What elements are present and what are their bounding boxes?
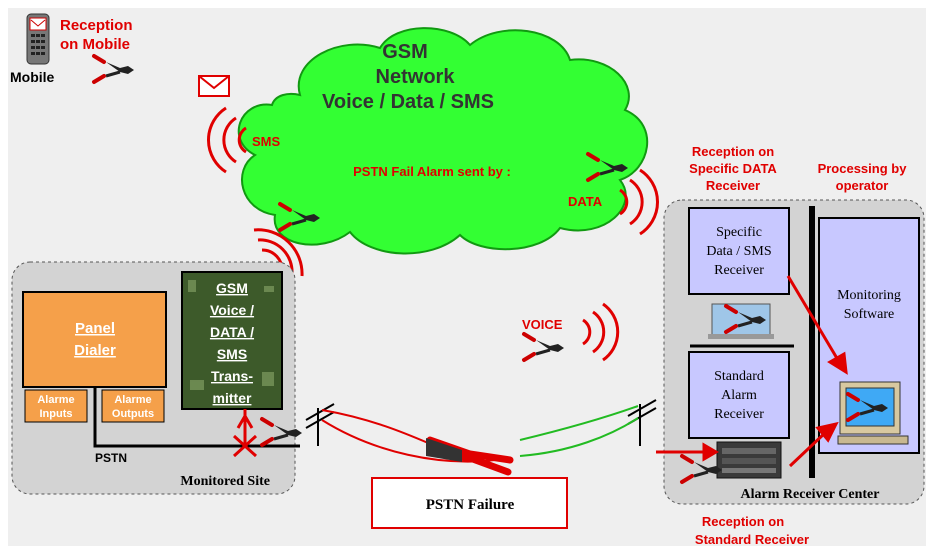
monitored-site-label: Monitored Site (180, 474, 270, 489)
specific-reception-line1: Reception on (692, 144, 774, 159)
receiver-center-label: Alarm Receiver Center (741, 487, 880, 502)
processing-line1: Processing by (818, 161, 908, 176)
flow-arrows (656, 275, 848, 468)
pstn-line (93, 387, 300, 448)
alarm-inputs-box (24, 389, 88, 423)
alarm-inputs-line2: Inputs (40, 408, 73, 420)
specific-reception-line3: Receiver (706, 178, 760, 193)
signal-waves-sms (207, 106, 247, 174)
data-label: DATA (568, 194, 603, 209)
cloud-line1: GSM (382, 41, 428, 63)
pstn-failure-box (371, 477, 568, 529)
cloud-line2: Network (376, 66, 456, 88)
telephone-pole-left (305, 403, 335, 446)
monitoring-software-line1: Monitoring (837, 288, 901, 303)
cloud-line3: Voice / Data / SMS (322, 91, 494, 113)
panel-dialer-line2: Dialer (74, 342, 116, 359)
gsm-transmitter-line5: Trans- (211, 368, 253, 384)
panel-dialer-box (22, 291, 167, 388)
standard-receiver-line3: Receiver (714, 407, 764, 422)
gsm-transmitter-line2: Voice / (210, 302, 254, 318)
modem-device-icon (708, 303, 774, 339)
standard-reception-line2: Standard Receiver (695, 532, 809, 547)
standard-receiver-line2: Alarm (721, 388, 757, 403)
signal-waves-data (619, 168, 659, 236)
cloud-alarm-text: PSTN Fail Alarm sent by : (353, 164, 511, 179)
standard-receiver-line1: Standard (714, 369, 764, 384)
gsm-transmitter-line1: GSM (216, 280, 248, 296)
specific-reception-line2: Specific DATA (689, 161, 777, 176)
signal-waves-voice (582, 302, 620, 362)
standard-reception-line1: Reception on (702, 514, 784, 529)
envelope-icon (198, 75, 230, 97)
pstn-failure-label: PSTN Failure (426, 497, 515, 513)
data-sms-receiver-line3: Receiver (714, 263, 764, 278)
alarm-outputs-box (101, 389, 165, 423)
mobile-reception-line1: Reception (60, 17, 133, 34)
panel-dialer-line1: Panel (75, 320, 115, 337)
gsm-transmitter-line6: mitter (213, 390, 252, 406)
mobile-label: Mobile (10, 69, 55, 85)
cut-mark-icon (232, 434, 258, 458)
mobile-phone-icon (26, 13, 50, 65)
gsm-transmitter-line4: SMS (217, 346, 247, 362)
gsm-transmitter-line3: DATA / (210, 324, 254, 340)
data-sms-receiver-line2: Data / SMS (706, 244, 771, 259)
mobile-reception-line2: on Mobile (60, 36, 130, 53)
data-sms-receiver-line1: Specific (716, 225, 762, 240)
receiver-hardware-icon (716, 441, 782, 479)
pstn-label: PSTN (95, 451, 127, 465)
processing-line2: operator (836, 178, 889, 193)
voice-label: VOICE (522, 317, 563, 332)
wire-green-lower (519, 417, 639, 457)
alarm-outputs-line1: Alarme (114, 394, 151, 406)
gsm-cloud (237, 27, 649, 255)
data-sms-receiver-box (688, 207, 790, 295)
monitoring-software-line2: Software (844, 307, 895, 322)
pliers-icon (426, 436, 514, 476)
alarm-inputs-line1: Alarme (37, 394, 74, 406)
sms-label: SMS (252, 134, 281, 149)
standard-alarm-receiver-box (688, 351, 790, 439)
alarm-outputs-line2: Outputs (112, 408, 154, 420)
wire-green-upper (519, 405, 639, 441)
